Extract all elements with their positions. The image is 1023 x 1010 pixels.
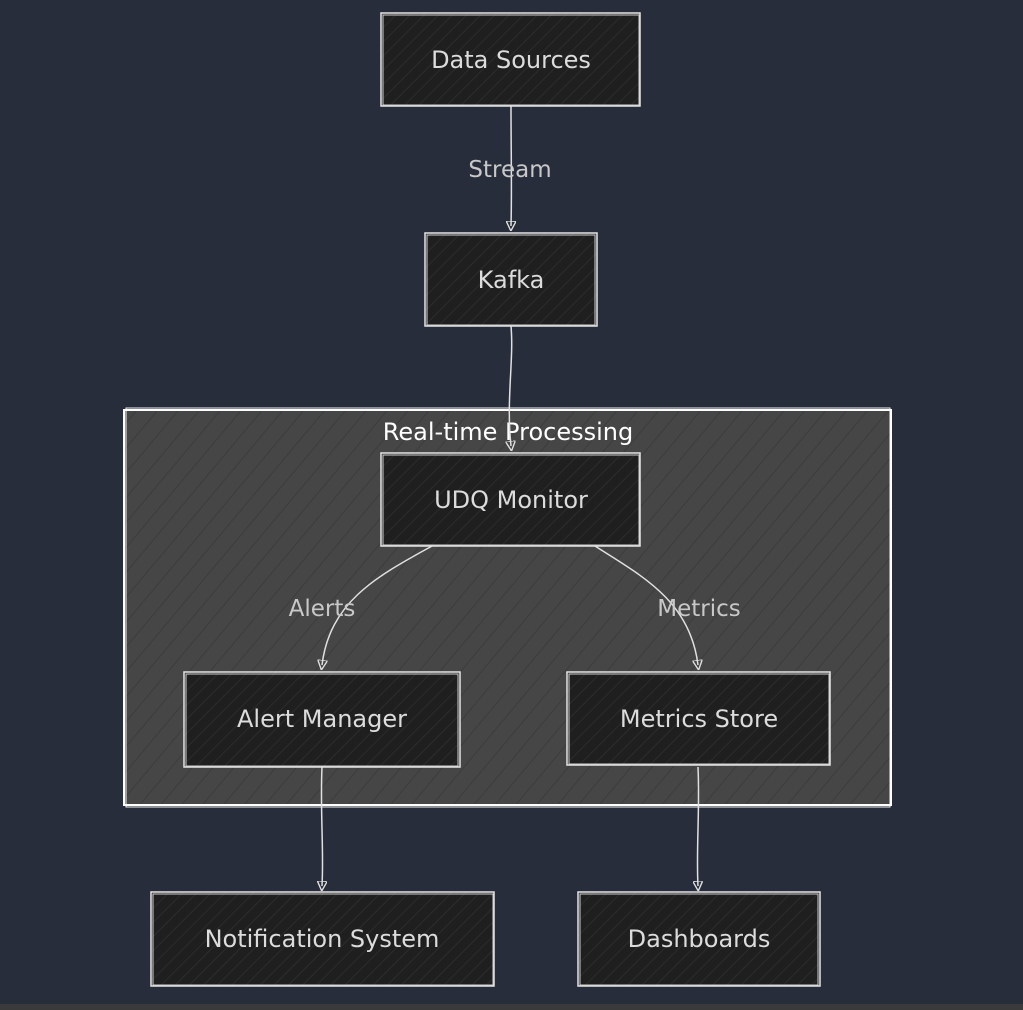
edge-udq-metrics-store	[594, 545, 698, 665]
edge-label-stream: Stream	[468, 157, 551, 183]
node-label: UDQ Monitor	[434, 486, 588, 514]
bottom-edge-bar	[0, 1004, 1023, 1010]
node-notification-system[interactable]: Notification System	[150, 891, 495, 987]
edge-alert-manager-notification	[321, 766, 322, 886]
node-box-sketch	[382, 454, 640, 546]
node-metrics-store[interactable]: Metrics Store	[566, 671, 831, 766]
node-label: Notification System	[205, 925, 440, 953]
node-box-sketch	[579, 893, 819, 986]
node-box-sketch	[152, 893, 494, 986]
edge-metrics-store-dashboards	[697, 766, 698, 886]
node-box-sketch	[426, 234, 596, 326]
edge-udq-alert-manager	[322, 545, 433, 665]
edge-label-metrics: Metrics	[657, 596, 741, 622]
node-box	[424, 232, 598, 327]
node-dashboards[interactable]: Dashboards	[577, 891, 821, 987]
node-label: Kafka	[478, 266, 545, 294]
group-label: Real-time Processing	[383, 418, 633, 446]
node-label: Alert Manager	[237, 705, 407, 733]
node-box	[380, 12, 641, 107]
node-udq-monitor[interactable]: UDQ Monitor	[380, 452, 641, 547]
node-box	[566, 671, 831, 766]
edges	[321, 105, 698, 886]
edge-label-alerts: Alerts	[289, 596, 356, 622]
node-box	[150, 891, 495, 987]
node-alert-manager[interactable]: Alert Manager	[183, 671, 461, 768]
node-box	[183, 671, 461, 768]
node-box	[380, 452, 641, 547]
node-kafka[interactable]: Kafka	[424, 232, 598, 327]
node-box	[577, 891, 821, 987]
edge-kafka-udq-monitor	[509, 325, 511, 446]
group-box-sketch	[125, 407, 891, 808]
node-box-sketch	[185, 673, 459, 767]
node-data-sources[interactable]: Data Sources	[380, 12, 641, 107]
node-label: Data Sources	[431, 46, 591, 74]
node-box-sketch	[568, 673, 830, 765]
node-box-sketch	[382, 14, 640, 106]
node-label: Dashboards	[628, 925, 771, 953]
node-label: Metrics Store	[620, 705, 778, 733]
